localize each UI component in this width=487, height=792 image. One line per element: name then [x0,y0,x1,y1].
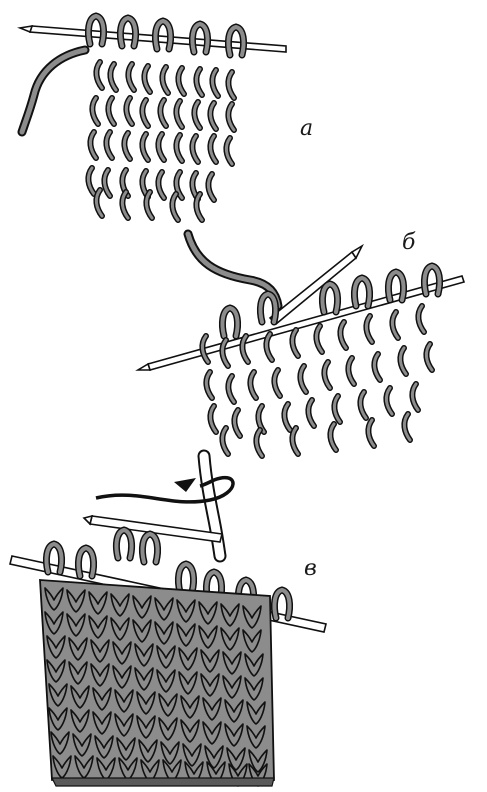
fabric-c [40,580,274,786]
panel-b [138,234,464,456]
panel-label-a: a [300,118,313,140]
panel-label-b: б [402,232,415,254]
panel-label-c: в [304,558,317,580]
needle-b-long [138,276,464,370]
panel-a [20,16,286,220]
panel-c [10,456,326,786]
fabric-a [88,62,234,220]
working-yarn-a [22,50,85,132]
